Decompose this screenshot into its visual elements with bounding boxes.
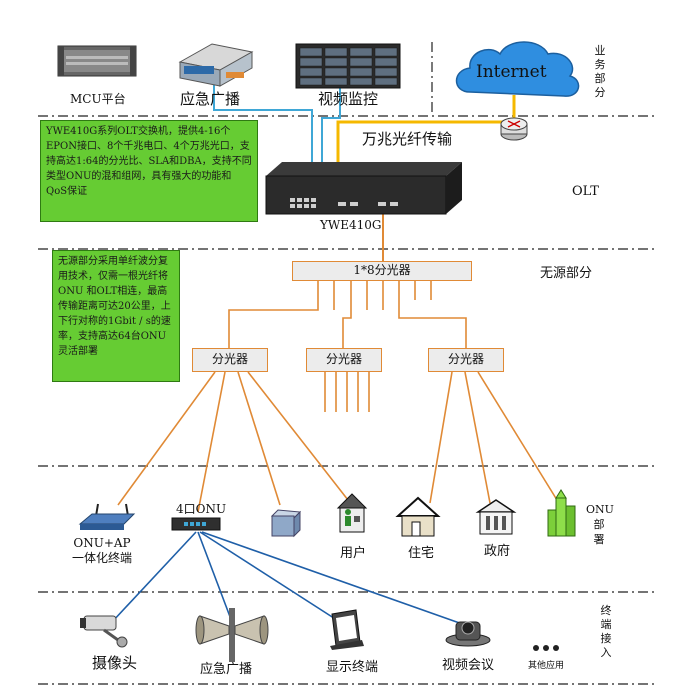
- video-storage-icon: [295, 43, 401, 89]
- onu-section-line: ONU: [586, 503, 614, 516]
- olt-description-text: YWE410G系列OLT交换机，提供4-16个EPON接口、8个千兆电口、4个万…: [46, 126, 252, 197]
- main-splitter-legs: [228, 280, 467, 348]
- onu-section-line: 署: [593, 533, 605, 546]
- onu-ap-icon: [78, 503, 136, 530]
- business-char: 业: [594, 44, 606, 57]
- middle-splitter-legs: [324, 372, 370, 412]
- fiber-label: 万兆光纤传输: [362, 130, 453, 148]
- terminal-char: 入: [600, 646, 612, 659]
- mcu-label: MCU平台: [70, 92, 126, 106]
- cable-broadcast-olt: [213, 84, 313, 198]
- splitter-label: 分光器: [447, 352, 484, 366]
- onu-ap-label-line1: ONU+AP: [73, 536, 131, 550]
- display-monitor-icon: [330, 609, 364, 650]
- internet-label: Internet: [476, 62, 547, 82]
- olt-device-label: YWE410G: [320, 218, 382, 232]
- splitter-label: 分光器: [325, 352, 362, 366]
- business-char: 部: [594, 72, 606, 85]
- business-section-label: 业 务 部 分: [594, 44, 606, 100]
- box-onu-icon: [270, 509, 302, 538]
- internet-cloud-icon: [455, 41, 580, 97]
- terminal-char: 终: [600, 604, 612, 617]
- passive-description-box: 无源部分采用单纤波分复用技术，仅需一根光纤将ONU 和OLT相连，最高传输距离可…: [52, 250, 180, 382]
- broadcast-server-icon: [178, 43, 254, 87]
- user-house-icon: [336, 493, 368, 533]
- main-splitter-label: 1*8分光器: [353, 263, 411, 277]
- passive-description-text: 无源部分采用单纤波分复用技术，仅需一根光纤将ONU 和OLT相连，最高传输距离可…: [58, 256, 171, 357]
- four-port-onu-icon: [171, 517, 221, 531]
- onu-ap-label-line2: 一体化终端: [72, 551, 133, 565]
- other-apps-label: 其他应用: [528, 661, 565, 671]
- user-label: 用户: [340, 546, 367, 561]
- cable-video-olt: [321, 86, 341, 198]
- terminal-char: 接: [600, 632, 612, 645]
- four-port-onu-label: 4口ONU: [176, 502, 227, 516]
- terminal-char: 端: [600, 618, 612, 631]
- broadcast-label: 应急广播: [180, 90, 241, 108]
- onu-section-line: 部: [593, 518, 605, 531]
- display-label: 显示终端: [326, 660, 379, 675]
- terminal-broadcast-label: 应急广播: [200, 662, 253, 677]
- other-apps-icon: [533, 645, 559, 651]
- olt-device-icon: [265, 162, 462, 215]
- videoconf-camera-icon: [445, 621, 491, 647]
- fiber-to-onu: [117, 371, 558, 513]
- terminal-section-label: 终 端 接 入: [600, 604, 612, 660]
- loudspeaker-icon: [195, 608, 269, 662]
- residence-icon: [395, 496, 441, 537]
- olt-section-label: OLT: [572, 184, 599, 199]
- government-icon: [475, 499, 517, 535]
- main-splitter: 1*8分光器: [292, 261, 472, 281]
- splitter-label: 分光器: [211, 352, 248, 366]
- buildings-icon: [547, 489, 576, 537]
- olt-description-box: YWE410G系列OLT交换机，提供4-16个EPON接口、8个千兆电口、4个万…: [40, 120, 258, 222]
- videoconf-label: 视频会议: [442, 658, 495, 673]
- onu-section-label: ONU 部 署: [586, 502, 614, 547]
- camera-icon: [80, 615, 128, 648]
- splitter-right: 分光器: [428, 348, 504, 372]
- camera-label: 摄像头: [92, 654, 138, 672]
- business-char: 务: [594, 58, 606, 71]
- mcu-server-icon: [57, 45, 137, 77]
- passive-section-label: 无源部分: [540, 266, 593, 281]
- splitter-middle: 分光器: [306, 348, 382, 372]
- residence-label: 住宅: [408, 546, 435, 561]
- business-char: 分: [594, 86, 606, 99]
- government-label: 政府: [484, 544, 511, 559]
- cable-to-terminals: [111, 531, 469, 627]
- onu-ap-label: ONU+AP 一体化终端: [72, 536, 132, 566]
- video-monitor-label: 视频监控: [318, 90, 379, 108]
- router-icon: [500, 117, 528, 141]
- fiber-internet-olt: [336, 95, 516, 198]
- splitter-left: 分光器: [192, 348, 268, 372]
